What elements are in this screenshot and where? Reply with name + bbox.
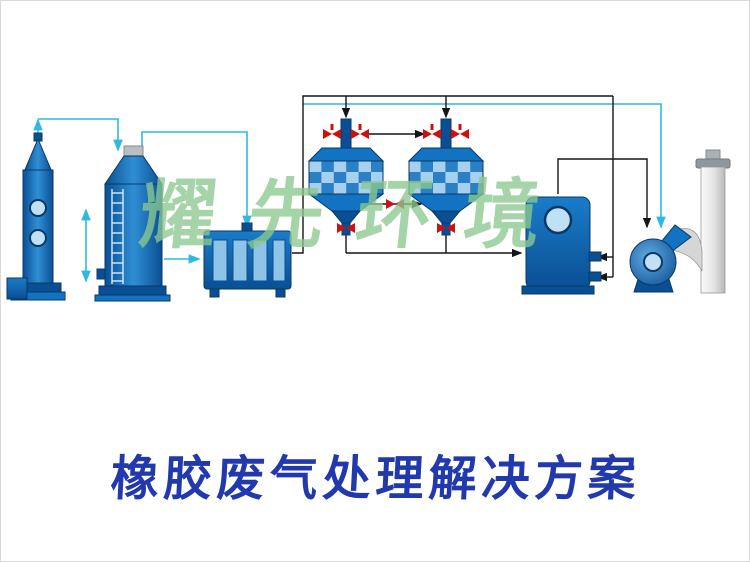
valve-icon bbox=[437, 223, 455, 233]
flow-lines-cyan bbox=[33, 103, 666, 283]
flow-line bbox=[38, 118, 123, 152]
stack-body bbox=[700, 166, 726, 294]
box-leg bbox=[275, 288, 286, 298]
spray-tower-window bbox=[29, 199, 47, 217]
centrifugal-fan bbox=[629, 224, 692, 293]
drum-shoulder-top bbox=[307, 147, 385, 162]
tower-nozzle bbox=[96, 268, 106, 280]
page-title: 橡胶废气处理解决方案 bbox=[109, 453, 643, 506]
drum-grid-band bbox=[308, 160, 384, 195]
spray-tower-body bbox=[22, 169, 54, 287]
drum-inlet-pipe bbox=[440, 118, 452, 152]
fan-hub bbox=[643, 252, 663, 272]
drum-grid-band bbox=[408, 160, 484, 195]
packed-scrubber-tower bbox=[94, 145, 171, 302]
box-panel bbox=[232, 239, 248, 282]
valve-icon bbox=[337, 223, 355, 233]
box-leg bbox=[209, 288, 220, 298]
drum-cone bbox=[330, 210, 362, 224]
drum-inlet-pipe bbox=[340, 118, 352, 152]
box-panel bbox=[212, 239, 228, 282]
valve-icons bbox=[323, 124, 469, 233]
tank-nozzle bbox=[588, 251, 602, 262]
drum-shoulder-bottom bbox=[407, 193, 485, 212]
box-panel bbox=[252, 239, 268, 282]
tank-nozzle bbox=[588, 271, 602, 282]
uv-treatment-box bbox=[203, 222, 292, 298]
flow-line bbox=[292, 95, 613, 254]
tank-base bbox=[521, 285, 595, 295]
drum-shoulder-top bbox=[407, 147, 485, 162]
spray-tower bbox=[6, 132, 66, 301]
valve-icon bbox=[451, 124, 469, 139]
tower-ladder bbox=[111, 189, 124, 284]
activated-carbon-drum-1 bbox=[307, 118, 385, 236]
activated-carbon-drum-2 bbox=[407, 118, 485, 236]
spray-tower-window bbox=[29, 229, 47, 247]
flow-line bbox=[303, 103, 666, 229]
pump-box bbox=[6, 277, 28, 300]
spray-tower-cone bbox=[23, 137, 53, 173]
tower-top-cone bbox=[104, 155, 163, 185]
flow-line bbox=[141, 131, 252, 228]
box-panel bbox=[272, 239, 286, 282]
exhaust-stack bbox=[695, 149, 731, 294]
tower-body bbox=[104, 183, 163, 289]
valve-icon bbox=[386, 199, 404, 209]
drum-shoulder-bottom bbox=[307, 193, 385, 212]
tower-cap bbox=[123, 145, 144, 157]
valve-icon bbox=[351, 124, 369, 139]
water-seal-tank bbox=[521, 196, 602, 295]
tower-foot bbox=[94, 294, 171, 302]
drum-cone bbox=[430, 210, 462, 224]
flow-lines-black bbox=[292, 95, 652, 282]
tank-window bbox=[543, 205, 573, 235]
flow-line bbox=[557, 158, 652, 229]
valve-icon bbox=[323, 124, 341, 139]
valve-icon bbox=[423, 124, 441, 139]
